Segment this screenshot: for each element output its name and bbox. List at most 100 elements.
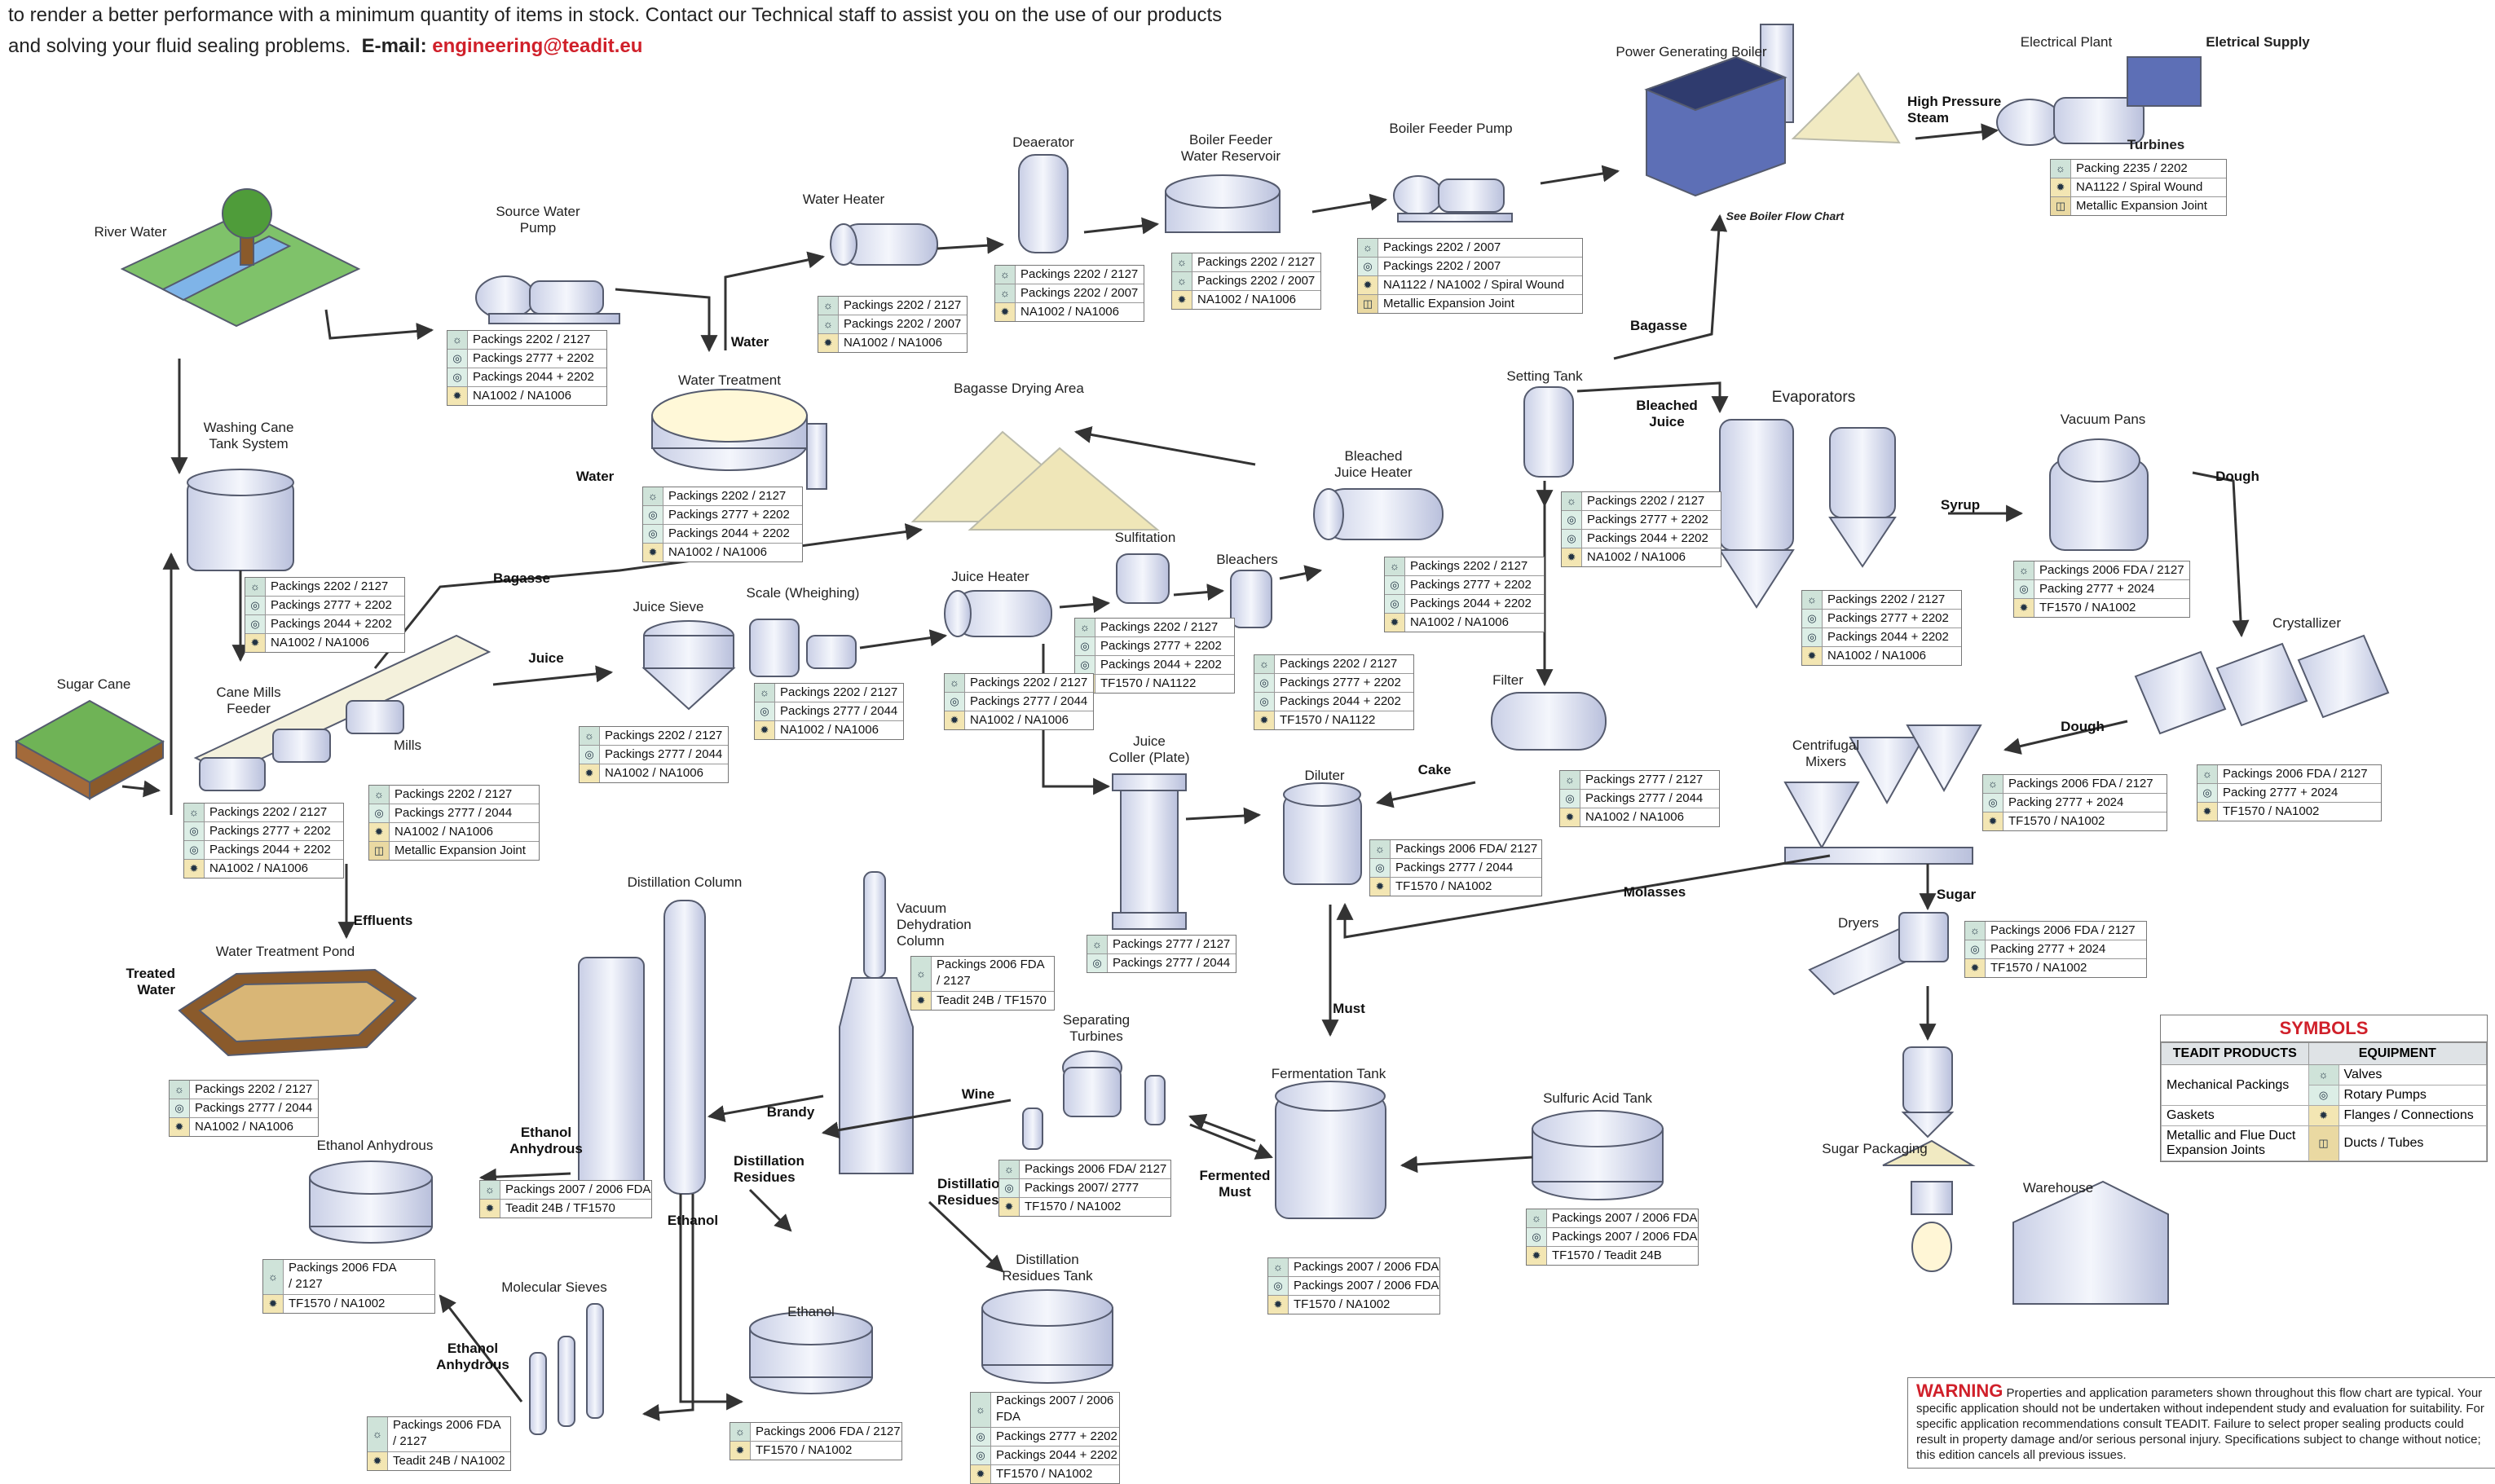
product-row: ✹NA1002 / NA1006 — [184, 860, 343, 878]
product-row: ☼Packings 2202 / 2127 — [755, 684, 903, 702]
valve-icon: ☼ — [1087, 936, 1108, 953]
product-text: Metallic Expansion Joint — [2076, 199, 2207, 213]
product-text: TF1570 / NA1122 — [1280, 713, 1376, 727]
label-turbines: Turbines — [2127, 137, 2185, 152]
label-bagasse-drying: Bagasse Drying Area — [954, 381, 1084, 396]
label-power-boiler: Power Generating Boiler — [1616, 44, 1767, 59]
flow-bleached-juice: Bleached Juice — [1636, 398, 1698, 429]
valve-icon: ☼ — [368, 1417, 388, 1451]
product-row: ☼Packings 2202 / 2127 — [170, 1081, 318, 1099]
product-row: ◎Packings 2202 / 2007 — [1358, 258, 1582, 276]
product-row: ✹ NA1002 / NA1006 — [245, 634, 404, 652]
product-row: ☼Packings 2202 / 2007 — [1172, 272, 1320, 291]
product-row: ☼Packings 2006 FDA / 2127 — [730, 1423, 901, 1442]
valve-icon: ☼ — [1562, 492, 1582, 510]
valve-icon: ☼ — [1802, 591, 1823, 609]
product-text: TF1570 / NA1002 — [996, 1467, 1093, 1481]
label-cane-mills-feeder: Cane Mills Feeder — [216, 685, 281, 716]
products-feeder-pump: ☼Packings 2202 / 2007◎Packings 2202 / 20… — [1357, 238, 1583, 314]
product-row: ◎Packing 2777 + 2024 — [1965, 940, 2146, 959]
flow-ethanol-anhydrous-1: Ethanol Anhydrous — [509, 1125, 583, 1156]
product-row: ✹NA1002 / NA1006 — [447, 387, 606, 405]
products-water-treatment: ☼Packings 2202 / 2127◎Packings 2777 + 22… — [642, 487, 803, 562]
product-row: ◎Packings 2777 / 2044 — [170, 1099, 318, 1118]
intro-text: to render a better performance with a mi… — [8, 0, 1312, 62]
flange-icon: ✹ — [447, 387, 468, 405]
product-text: NA1002 / NA1006 — [271, 636, 369, 650]
flange-icon: ✹ — [245, 634, 266, 652]
product-row: ✹Teadit 24B / NA1002 — [368, 1452, 510, 1470]
product-text: Packings 2202 / 2127 — [1280, 657, 1398, 671]
product-text: NA1002 / NA1006 — [1827, 649, 1926, 663]
valve-icon: ☼ — [1268, 1258, 1289, 1276]
label-vacuum-pans: Vacuum Pans — [2060, 412, 2146, 427]
product-text: Packings 2202 / 2127 — [209, 805, 328, 819]
product-row: ☼Packings 2202 / 2127 — [995, 266, 1144, 284]
label-washing-cane: Washing Cane Tank System — [203, 420, 294, 451]
flow-bagasse-2: Bagasse — [493, 570, 550, 586]
juice-sieve-art — [641, 620, 736, 711]
product-text: Packings 2777 + 2202 — [1587, 513, 1708, 526]
label-juice-heater: Juice Heater — [951, 569, 1029, 584]
product-text: Packings 2202 / 2127 — [195, 1082, 313, 1096]
flange-icon: ✹ — [1254, 711, 1275, 729]
label-sulfitation: Sulfitation — [1114, 530, 1176, 545]
flange-icon: ✹ — [643, 544, 663, 561]
product-row: ☼Packings 2777 / 2127 — [1560, 771, 1719, 790]
product-text: Packings 2044 + 2202 — [1827, 630, 1949, 644]
label-see-boiler: See Boiler Flow Chart — [1726, 209, 1845, 222]
product-text: Packings 2007 / 2006 FDA — [1552, 1211, 1698, 1225]
flange-icon: ✹ — [2051, 178, 2071, 196]
product-row: ✹ TF1570 / NA1122 — [1254, 711, 1413, 729]
flow-distillation-residues-2: Distillation Residues — [937, 1176, 1008, 1208]
product-row: ✹TF1570 / NA1002 — [1370, 878, 1541, 896]
reservoir-art — [1165, 174, 1281, 233]
product-text: TF1570 / NA1002 — [2008, 814, 2105, 828]
product-row: ◎Packings 2044 + 2202 — [245, 615, 404, 634]
product-text: Packings 2202 / 2127 — [1410, 559, 1528, 573]
flow-high-pressure-steam: High Pressure Steam — [1907, 94, 2002, 126]
products-ethanol: ☼Packings 2006 FDA / 2127✹TF1570 / NA100… — [730, 1422, 902, 1460]
flow-arrows — [121, 123, 2250, 1421]
email-link[interactable]: engineering@teadit.eu — [432, 35, 643, 57]
symbol-equipment-valves: Valves — [2338, 1064, 2488, 1085]
product-row: ◎Packings 2044 + 2202 — [447, 368, 606, 387]
flange-icon: ✹ — [911, 992, 932, 1010]
product-text: Packings 2202 / 2007 — [1383, 240, 1501, 254]
product-row: ◫Metallic Expansion Joint — [2051, 197, 2226, 215]
symbol-product-gaskets: Gaskets — [2161, 1105, 2309, 1126]
product-row: ☼Packings 2202 / 2127 — [1254, 655, 1413, 674]
flange-icon: ✹ — [1385, 614, 1405, 632]
label-sugar-packaging: Sugar Packaging — [1822, 1141, 1928, 1156]
flange-icon: ✹ — [368, 1452, 388, 1470]
flow-dough-1: Dough — [2215, 469, 2259, 484]
product-row: ☼Packings 2202 / 2007 — [1358, 239, 1582, 258]
flange-icon: ✹ — [184, 860, 205, 878]
pond-art — [178, 968, 417, 1057]
pump-icon: ◎ — [1370, 859, 1391, 877]
pump-icon: ◎ — [1358, 258, 1378, 275]
product-text: NA1002 / NA1006 — [1410, 615, 1509, 629]
flange-icon: ✹ — [263, 1295, 284, 1313]
product-row: ✹NA1002 / NA1006 — [170, 1118, 318, 1136]
products-residues-tank: ☼Packings 2007 / 2006 FDA◎Packings 2777 … — [970, 1392, 1120, 1484]
product-text: NA1002 / NA1006 — [668, 545, 767, 559]
valve-icon: ☼ — [911, 957, 932, 991]
products-water-heater: ☼Packings 2202 / 2127☼Packings 2202 / 20… — [818, 296, 968, 353]
flow-must: Must — [1333, 1001, 1365, 1016]
product-row: ◎Packings 2044 + 2202 — [643, 525, 802, 544]
label-ethanol-anhydrous: Ethanol Anhydrous — [316, 1138, 434, 1153]
valve-icon: ☼ — [263, 1260, 284, 1294]
molecular-sieves-art — [529, 1303, 604, 1435]
pump-icon: ◎ — [643, 506, 663, 524]
flow-ethanol: Ethanol — [667, 1213, 719, 1228]
flow-treated-water: Treated Water — [126, 966, 175, 997]
product-row: ☼Packings 2006 FDA/ 2127 — [1370, 840, 1541, 859]
product-text: Packings 2777 + 2202 — [209, 824, 331, 838]
label-ethanol: Ethanol — [787, 1304, 835, 1319]
product-text: Metallic Expansion Joint — [395, 843, 526, 857]
product-text: Packing 2777 + 2024 — [1990, 942, 2106, 956]
pump-icon: ◎ — [1087, 954, 1108, 972]
product-row: ☼Packings 2006 FDA / 2127 — [1965, 922, 2146, 940]
label-fermentation-tank: Fermentation Tank — [1271, 1066, 1386, 1081]
